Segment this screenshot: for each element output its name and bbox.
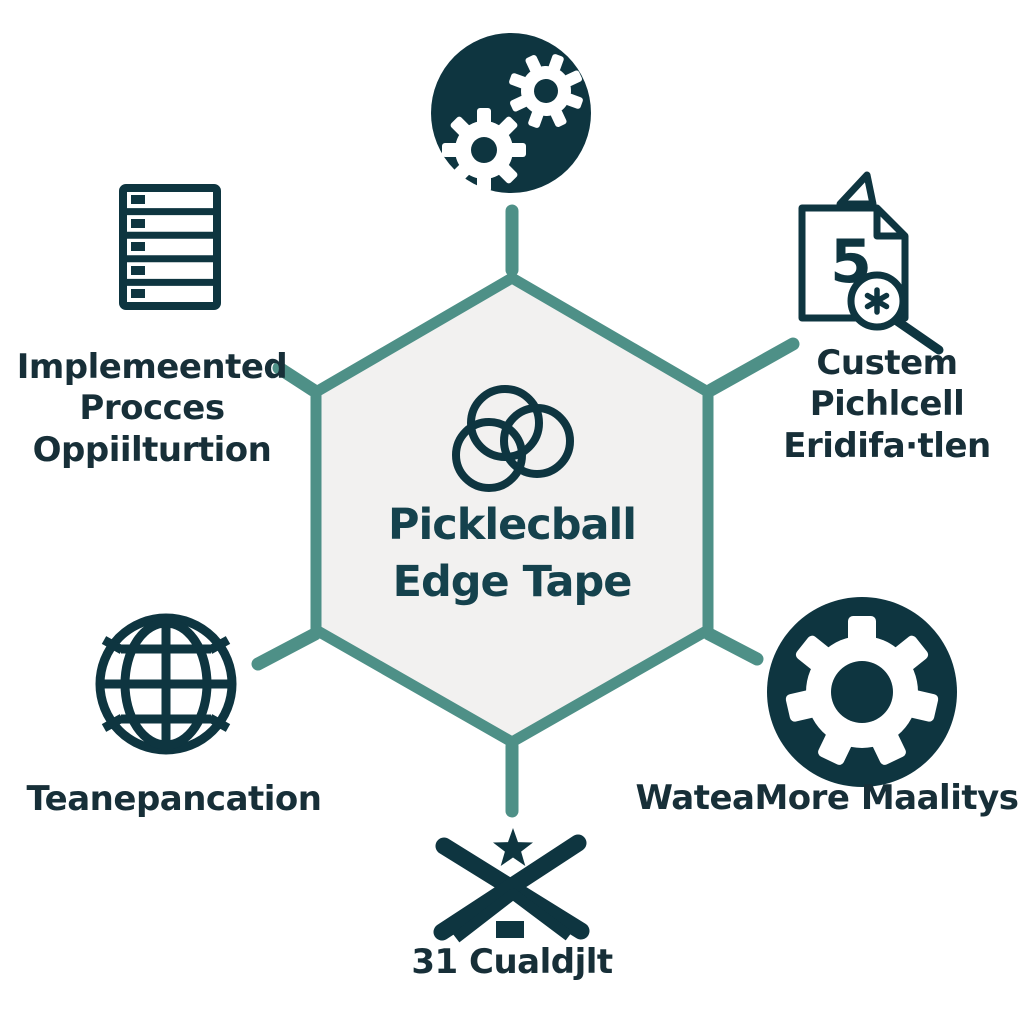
gear-badge-icon <box>767 597 957 787</box>
server-list-icon <box>119 184 221 310</box>
connector-lower-right <box>702 627 764 666</box>
gears-badge-icon <box>431 33 591 193</box>
crossed-sticks-star-icon <box>433 828 590 943</box>
label-line: Custem <box>816 343 958 383</box>
label-line: WateaMore Maalitys <box>635 778 1019 818</box>
connector-upper-left <box>272 361 320 397</box>
connector-upper-right <box>704 337 800 397</box>
label-line: 31 Cualdjlt <box>411 942 613 982</box>
label-line: Eridifa·tlen <box>783 425 991 466</box>
label-line: Implemeented <box>16 347 288 387</box>
label-top-left: Implemeented Procces Oppiilturtion <box>17 347 288 471</box>
label-line: Pichlcell <box>809 384 965 425</box>
label-line: Oppiilturtion <box>32 429 272 470</box>
connector-lower-left <box>251 627 322 671</box>
label-bottom: 31 Cualdjlt <box>411 942 613 983</box>
center-title: Picklecball Edge Tape <box>387 497 637 611</box>
label-bottom-right: WateaMore Maalitys <box>635 778 1019 819</box>
gear-small <box>509 54 583 128</box>
magnifier <box>847 271 944 355</box>
star-icon <box>493 828 533 866</box>
connector-lines <box>251 204 800 818</box>
label-line: Procces <box>79 388 225 429</box>
document-search-icon: 5 <box>798 171 944 355</box>
globe-icon <box>95 613 237 755</box>
label-top-right: Custem Pichlcell Eridifa·tlen <box>783 343 991 467</box>
label-bottom-left: Teanepancation <box>26 779 323 820</box>
gear-large <box>442 108 526 192</box>
three-rings-icon <box>452 385 574 492</box>
center-title-line: Picklecball <box>387 500 637 550</box>
center-title-line: Edge Tape <box>392 556 633 607</box>
label-line: Teanepancation <box>26 779 323 819</box>
